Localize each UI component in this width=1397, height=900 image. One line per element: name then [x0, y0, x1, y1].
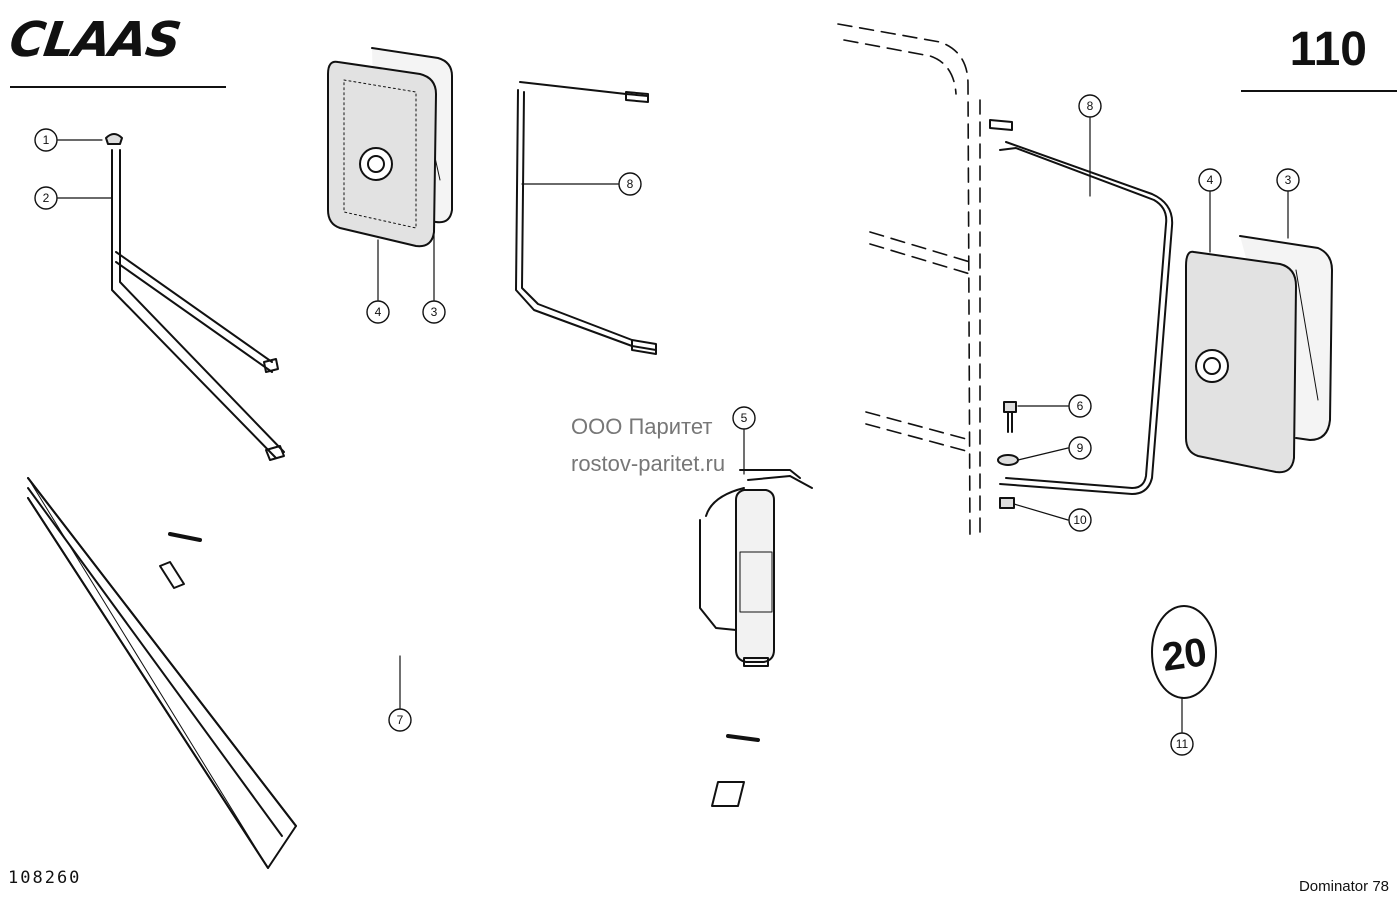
model-name: Dominator 78 [1298, 878, 1389, 895]
mirror-bracket-left [515, 81, 657, 355]
callout-8-right: 8 [1087, 99, 1094, 113]
document-id: 108260 [8, 868, 82, 888]
header-rule-right [1241, 90, 1397, 92]
callout-3-right: 3 [1285, 173, 1292, 187]
callout-11: 11 [1176, 737, 1189, 751]
callout-10: 10 [1073, 513, 1087, 527]
cab-frame-outline [837, 23, 981, 541]
callout-leaders [57, 117, 1289, 733]
callout-7: 7 [397, 713, 404, 727]
callout-4-right: 4 [1207, 173, 1214, 187]
callout-3-left: 3 [431, 305, 438, 319]
callout-circles [34, 94, 1300, 756]
bolt-part [1003, 401, 1017, 433]
watermark-line-2: rostov-paritet.ru [571, 451, 726, 476]
speed-plate-part [1151, 605, 1217, 699]
callout-5: 5 [741, 411, 748, 425]
mirror-housing-right [1185, 250, 1297, 474]
callout-1: 1 [43, 133, 50, 147]
mirror-bracket-right [989, 119, 1174, 495]
cap-part [105, 133, 123, 145]
callout-9: 9 [1077, 441, 1084, 455]
header-rule-left [10, 86, 226, 88]
callout-2: 2 [43, 191, 50, 205]
fire-extinguisher-part [699, 469, 813, 667]
washer-part [997, 454, 1019, 466]
watermark-line-1: ООО Паритет [571, 414, 713, 439]
callout-8-left: 8 [627, 177, 634, 191]
mirror-housing-left [327, 60, 437, 248]
speed-plate-label: 20 [1159, 630, 1209, 680]
mounting-strut-part [111, 149, 285, 461]
callout-6: 6 [1077, 399, 1084, 413]
callout-4-left: 4 [375, 305, 382, 319]
page-number: 110 [1289, 23, 1367, 76]
profile-rail-part [27, 477, 760, 869]
nut-part [999, 497, 1015, 509]
